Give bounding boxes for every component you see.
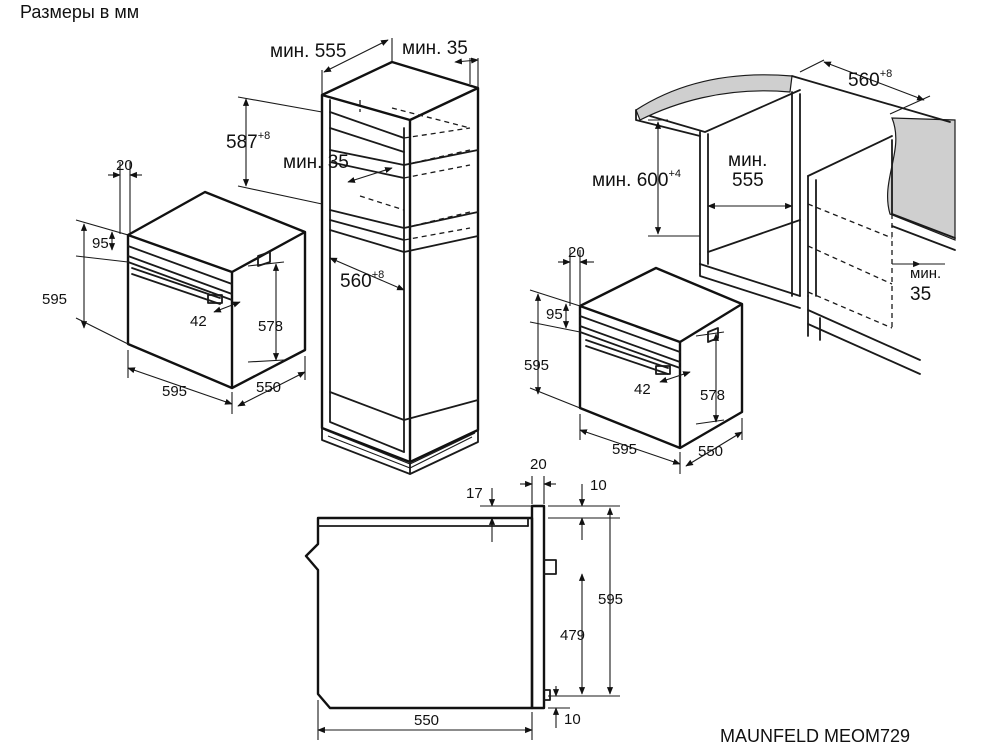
dim-560-column: 560+8 (340, 269, 384, 292)
dim-550-side: 550 (414, 712, 439, 729)
dim-min-35-label-right: мин. (910, 265, 941, 282)
dim-550-right: 550 (698, 443, 723, 460)
side-view: 20 17 10 595 479 550 10 (304, 456, 623, 740)
dim-42-left: 42 (190, 313, 207, 330)
dim-10-top-side: 10 (590, 477, 607, 494)
dim-550-left: 550 (256, 379, 281, 396)
oven-left: 20 95 595 42 578 595 550 (42, 157, 307, 414)
dim-595-w-left: 595 (162, 383, 187, 400)
dim-95-left: 95 (92, 235, 109, 252)
dim-587: 587+8 (226, 130, 270, 153)
dim-min-600: мин. 600+4 (592, 168, 681, 191)
dim-20-right: 20 (568, 244, 585, 261)
dim-min-35-value-right: 35 (910, 284, 931, 305)
dim-20-side: 20 (530, 456, 547, 473)
dim-595-h-left: 595 (42, 291, 67, 308)
dim-578-left: 578 (258, 318, 283, 335)
counter-install: 560+8 мин. 600+4 мин. 555 мин. 35 (592, 59, 956, 375)
dim-595-w-right: 595 (612, 441, 637, 458)
dim-10-bottom-side: 10 (564, 711, 581, 728)
dim-560-counter: 560+8 (848, 68, 892, 91)
dim-17-side: 17 (466, 485, 483, 502)
oven-right: 20 95 595 42 578 595 550 (524, 244, 744, 474)
dim-min-555-value: 555 (732, 170, 764, 191)
dim-479-side: 479 (560, 627, 585, 644)
dim-min-555-top: мин. 555 (270, 41, 346, 62)
dim-95-right: 95 (546, 306, 563, 323)
dim-min-555-label: мин. (728, 150, 767, 171)
model-caption: MAUNFELD MEOM729 (720, 726, 910, 746)
dim-595-h-right: 595 (524, 357, 549, 374)
dim-578-right: 578 (700, 387, 725, 404)
dim-595-side: 595 (598, 591, 623, 608)
dim-min-35-mid: мин. 35 (283, 152, 349, 173)
dim-min-35-top: мин. 35 (402, 38, 468, 59)
column-cabinet: мин. 555 мин. 35 587+8 мин. 35 560+8 (226, 38, 480, 475)
dim-20-left: 20 (116, 157, 133, 174)
dim-42-right: 42 (634, 381, 651, 398)
page-title: Размеры в мм (20, 2, 139, 22)
